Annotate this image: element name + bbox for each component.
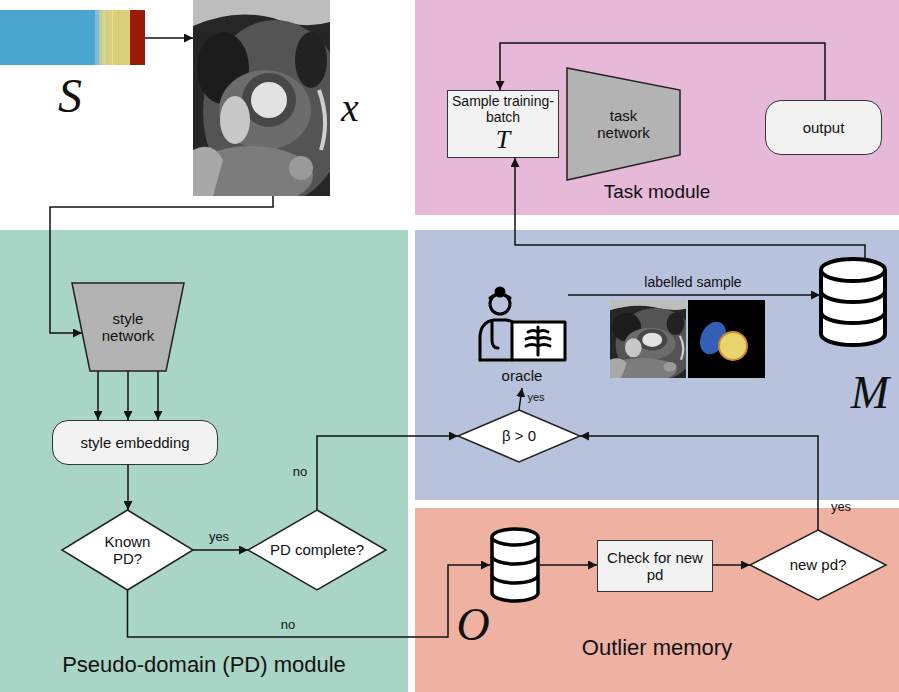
- database-icon: [492, 529, 538, 601]
- trapezoid-shape: [567, 68, 680, 180]
- connector-arrow: [713, 564, 750, 566]
- connector-arrow: [193, 549, 248, 551]
- network-trapezoid: style network: [72, 283, 184, 371]
- diamond-shape: [458, 410, 580, 462]
- database-icon: [821, 312, 885, 323]
- database-icon: [821, 259, 885, 281]
- outlier-panel-ground: [415, 508, 899, 692]
- style-sequence-bar: [106, 10, 108, 65]
- edge-label: yes: [524, 391, 548, 403]
- oracle-icon: [526, 345, 550, 347]
- edge-label: yes: [202, 530, 236, 544]
- node-label: Known PD?: [97, 533, 159, 568]
- segmentation-mask: [719, 332, 747, 360]
- node-label: task network: [584, 107, 664, 142]
- diamond-shape: [248, 510, 386, 590]
- style-sequence-bar: [108, 10, 130, 65]
- heading-label: O: [456, 600, 490, 651]
- embedding-box: style embedding: [52, 420, 218, 465]
- edge-label: no: [288, 465, 312, 479]
- decision-diamond: new pd?: [750, 530, 886, 600]
- oracle-icon: [528, 331, 548, 333]
- heading-label: Pseudo-domain (PD) module: [0, 653, 408, 677]
- oracle-icon: [512, 322, 565, 360]
- connector-arrow: [580, 436, 818, 530]
- style-sequence-bar: [0, 10, 95, 65]
- connector-arrow: [145, 37, 193, 39]
- heading-label: Task module: [415, 182, 899, 203]
- oracle-panel-ground: [415, 230, 899, 500]
- task-panel-ground: [415, 0, 899, 215]
- connector-arrow: [540, 564, 597, 566]
- edge-label: labelled sample: [618, 275, 768, 290]
- output-box: output: [765, 100, 882, 155]
- node-label: new pd?: [790, 556, 847, 573]
- connector-arrow: [519, 388, 522, 410]
- connector-arrow: [97, 371, 99, 420]
- segmentation-mask: [688, 300, 765, 378]
- decision-diamond: β > 0: [458, 410, 580, 462]
- connector-arrow: [568, 294, 820, 296]
- pd-panel-ground: [0, 230, 408, 692]
- oracle-figure: oracle: [476, 288, 568, 388]
- style-sequence-bar: [118, 10, 119, 65]
- oracle-icon: [492, 322, 498, 348]
- node-label: PD complete?: [270, 541, 364, 558]
- heading-label: x: [333, 86, 367, 130]
- heading-label: oracle: [476, 368, 568, 385]
- edge-label: no: [276, 618, 300, 632]
- oracle-icon: [480, 288, 565, 360]
- style-sequence: S: [0, 10, 145, 65]
- process-box: Check for new pd: [597, 540, 713, 592]
- node-label: T: [496, 125, 510, 155]
- edge-label: yes: [826, 500, 856, 514]
- process-box: Sample training-batchT: [447, 90, 559, 158]
- trapezoid-shape: [72, 283, 184, 371]
- outlier-database: O: [490, 528, 540, 603]
- style-sequence-bar: [99, 10, 102, 65]
- node-label: β > 0: [502, 427, 536, 444]
- node-label: style embedding: [80, 434, 189, 451]
- decision-diamond: Known PD?: [62, 510, 193, 590]
- style-sequence-bar: [112, 10, 113, 65]
- heading-label: M: [848, 368, 892, 419]
- database-icon: [492, 575, 538, 583]
- mri-image: [189, 0, 347, 206]
- node-label: output: [803, 119, 845, 136]
- node-label: Sample training-batch: [451, 93, 555, 125]
- connector-arrow: [317, 436, 458, 510]
- database-icon: [821, 259, 885, 345]
- connector-arrow: [157, 371, 159, 420]
- node-label: Check for new pd: [605, 549, 705, 584]
- oracle-icon: [526, 338, 550, 340]
- module-panel: Task moduleSample training-batchTtask ne…: [415, 0, 899, 215]
- database-icon: [821, 291, 885, 302]
- mri-thumbnail: [608, 300, 696, 382]
- diamond-shape: [62, 510, 193, 590]
- segmentation-mask: [688, 300, 765, 378]
- style-sequence-bar: [0, 10, 145, 65]
- database-icon: [492, 529, 538, 545]
- network-trapezoid: task network: [567, 68, 680, 180]
- style-sequence-bar: [95, 10, 99, 65]
- connector-arrow: [127, 371, 129, 420]
- connector-arrow-group: [98, 371, 158, 420]
- oracle-icon: [480, 359, 512, 362]
- input-image: x: [193, 0, 330, 196]
- style-sequence-bar: [130, 10, 145, 65]
- diamond-shape: [750, 530, 886, 600]
- node-label: style network: [91, 310, 166, 345]
- heading-label: S: [40, 70, 100, 123]
- oracle-icon: [496, 288, 504, 296]
- memory-database: M: [820, 258, 886, 346]
- decision-diamond: PD complete?: [248, 510, 386, 590]
- connector-arrow: [127, 465, 129, 510]
- module-panel: Pseudo-domain (PD) module style network st…: [0, 230, 408, 692]
- style-sequence-bar: [102, 10, 106, 65]
- database-icon: [492, 556, 538, 564]
- module-panel: Outlier memoryOCheck for new pdnew pd?: [415, 508, 899, 692]
